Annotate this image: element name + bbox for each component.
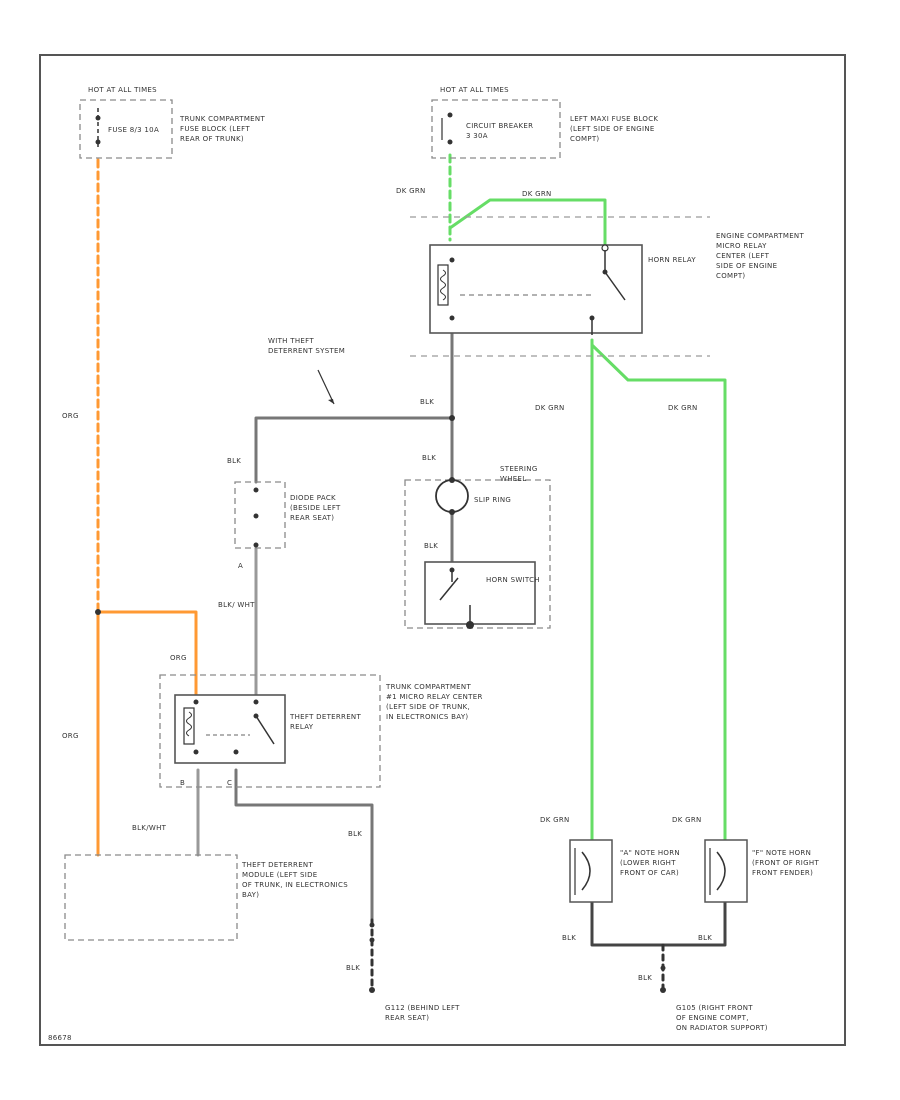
steering-wheel-assembly (404, 477, 551, 629)
fuse-8-3-label: FUSE 8/3 10A (108, 126, 159, 134)
blk-label-junction: BLK (420, 398, 434, 406)
blk-label-ground-lower: BLK (346, 964, 360, 972)
g112-node-2 (369, 937, 375, 943)
dk-grn-label-relay-left: DK GRN (535, 404, 565, 412)
pin-c-label: C (227, 779, 232, 787)
fuse-8-3 (79, 99, 173, 159)
org-label-relay: ORG (170, 654, 187, 662)
left-maxi-fuse-block-label: LEFT MAXI FUSE BLOCK(LEFT SIDE OF ENGINE… (570, 115, 658, 143)
horn-relay-label: HORN RELAY (648, 256, 696, 264)
dk-grn-label-relay-right: DK GRN (668, 404, 698, 412)
slip-ring-label: SLIP RING (474, 496, 511, 504)
blk-label-switch: BLK (424, 542, 438, 550)
blk-wht-label-short: BLK/ WHT (218, 601, 255, 609)
dk-grn-label-top: DK GRN (522, 190, 552, 198)
hot-at-all-times-right: HOT AT ALL TIMES (440, 86, 509, 94)
blk-wire-theft-branch (254, 416, 454, 484)
blk-label-g105: BLK (638, 974, 652, 982)
g112-node-1 (369, 922, 375, 928)
g112-ground-point (369, 987, 375, 993)
blk-label-ground-upper: BLK (348, 830, 362, 838)
diode-pack (234, 481, 286, 549)
figure-id: 86678 (48, 1034, 72, 1042)
theft-deterrent-module (64, 854, 238, 941)
blk-wht-label-long: BLK/WHT (132, 824, 167, 832)
horns-ground-splice (660, 965, 666, 971)
org-wire-to-relay (96, 610, 198, 702)
horn-switch-label: HORN SWITCH (486, 576, 540, 584)
blk-wire-horns-ground (590, 898, 727, 947)
horn-f-note (704, 839, 748, 903)
dk-grn-wire-relay-supply (448, 198, 607, 250)
blk-label-left: BLK (227, 457, 241, 465)
circuit-breaker-3 (431, 99, 561, 159)
horn-relay (429, 244, 643, 335)
dk-grn-label-breaker: DK GRN (396, 187, 426, 195)
dk-grn-label-horn-hi: DK GRN (672, 816, 702, 824)
org-label-lower: ORG (62, 732, 79, 740)
org-splice (95, 609, 101, 615)
pin-a-label: A (238, 562, 243, 570)
theft-label-arrow (317, 369, 335, 405)
diagram-frame (39, 54, 846, 1046)
org-label-upper: ORG (62, 412, 79, 420)
blk-label-slip: BLK (422, 454, 436, 462)
junction-node (449, 415, 455, 421)
blk-label-horn-left: BLK (562, 934, 576, 942)
pin-b-label: B (180, 779, 185, 787)
dk-grn-label-horn-lo: DK GRN (540, 816, 570, 824)
horn-a-note (569, 839, 613, 903)
trunk-relay-center-label: TRUNK COMPARTMENT#1 MICRO RELAY CENTER(L… (385, 683, 483, 721)
hot-at-all-times-left: HOT AT ALL TIMES (88, 86, 157, 94)
blk-label-horn-right: BLK (698, 934, 712, 942)
theft-deterrent-relay (159, 674, 381, 788)
g105-ground-point (660, 987, 666, 993)
dk-grn-wire-horn-hi (590, 343, 727, 842)
